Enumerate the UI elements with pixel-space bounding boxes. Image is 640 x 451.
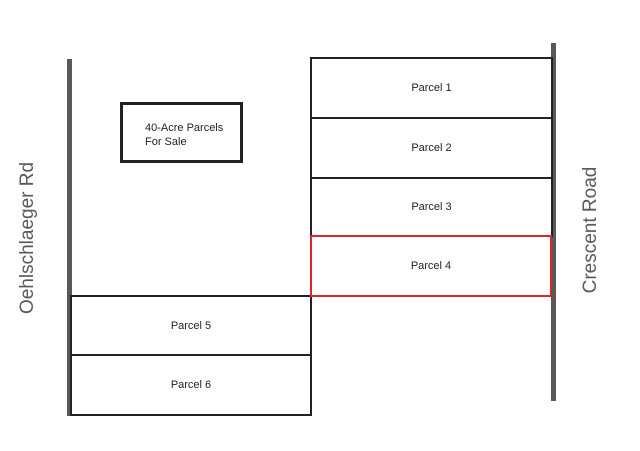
left-road-label: Oehlschlaeger Rd xyxy=(17,161,38,315)
parcel-4[interactable]: Parcel 4 xyxy=(310,235,552,297)
parcel-3[interactable]: Parcel 3 xyxy=(310,177,553,237)
parcel-5[interactable]: Parcel 5 xyxy=(70,295,312,356)
parcel-1-label: Parcel 1 xyxy=(411,82,452,94)
parcel-2[interactable]: Parcel 2 xyxy=(310,117,553,179)
sign-line-2: For Sale xyxy=(145,136,187,148)
parcel-5-label: Parcel 5 xyxy=(170,319,212,332)
oehlschlaeger-road-line xyxy=(67,59,72,416)
parcel-3-label: Parcel 3 xyxy=(411,201,452,213)
for-sale-sign: 40-Acre Parcels For Sale xyxy=(120,102,243,163)
parcel-1[interactable]: Parcel 1 xyxy=(310,57,553,119)
parcel-6-label: Parcel 6 xyxy=(170,379,212,391)
parcel-4-label: Parcel 4 xyxy=(410,260,452,272)
sign-line-1: 40-Acre Parcels xyxy=(145,122,224,134)
crescent-road-line xyxy=(551,43,556,401)
parcel-6[interactable]: Parcel 6 xyxy=(70,354,312,416)
right-road-label: Crescent Road xyxy=(580,166,601,294)
parcel-2-label: Parcel 2 xyxy=(411,142,452,154)
